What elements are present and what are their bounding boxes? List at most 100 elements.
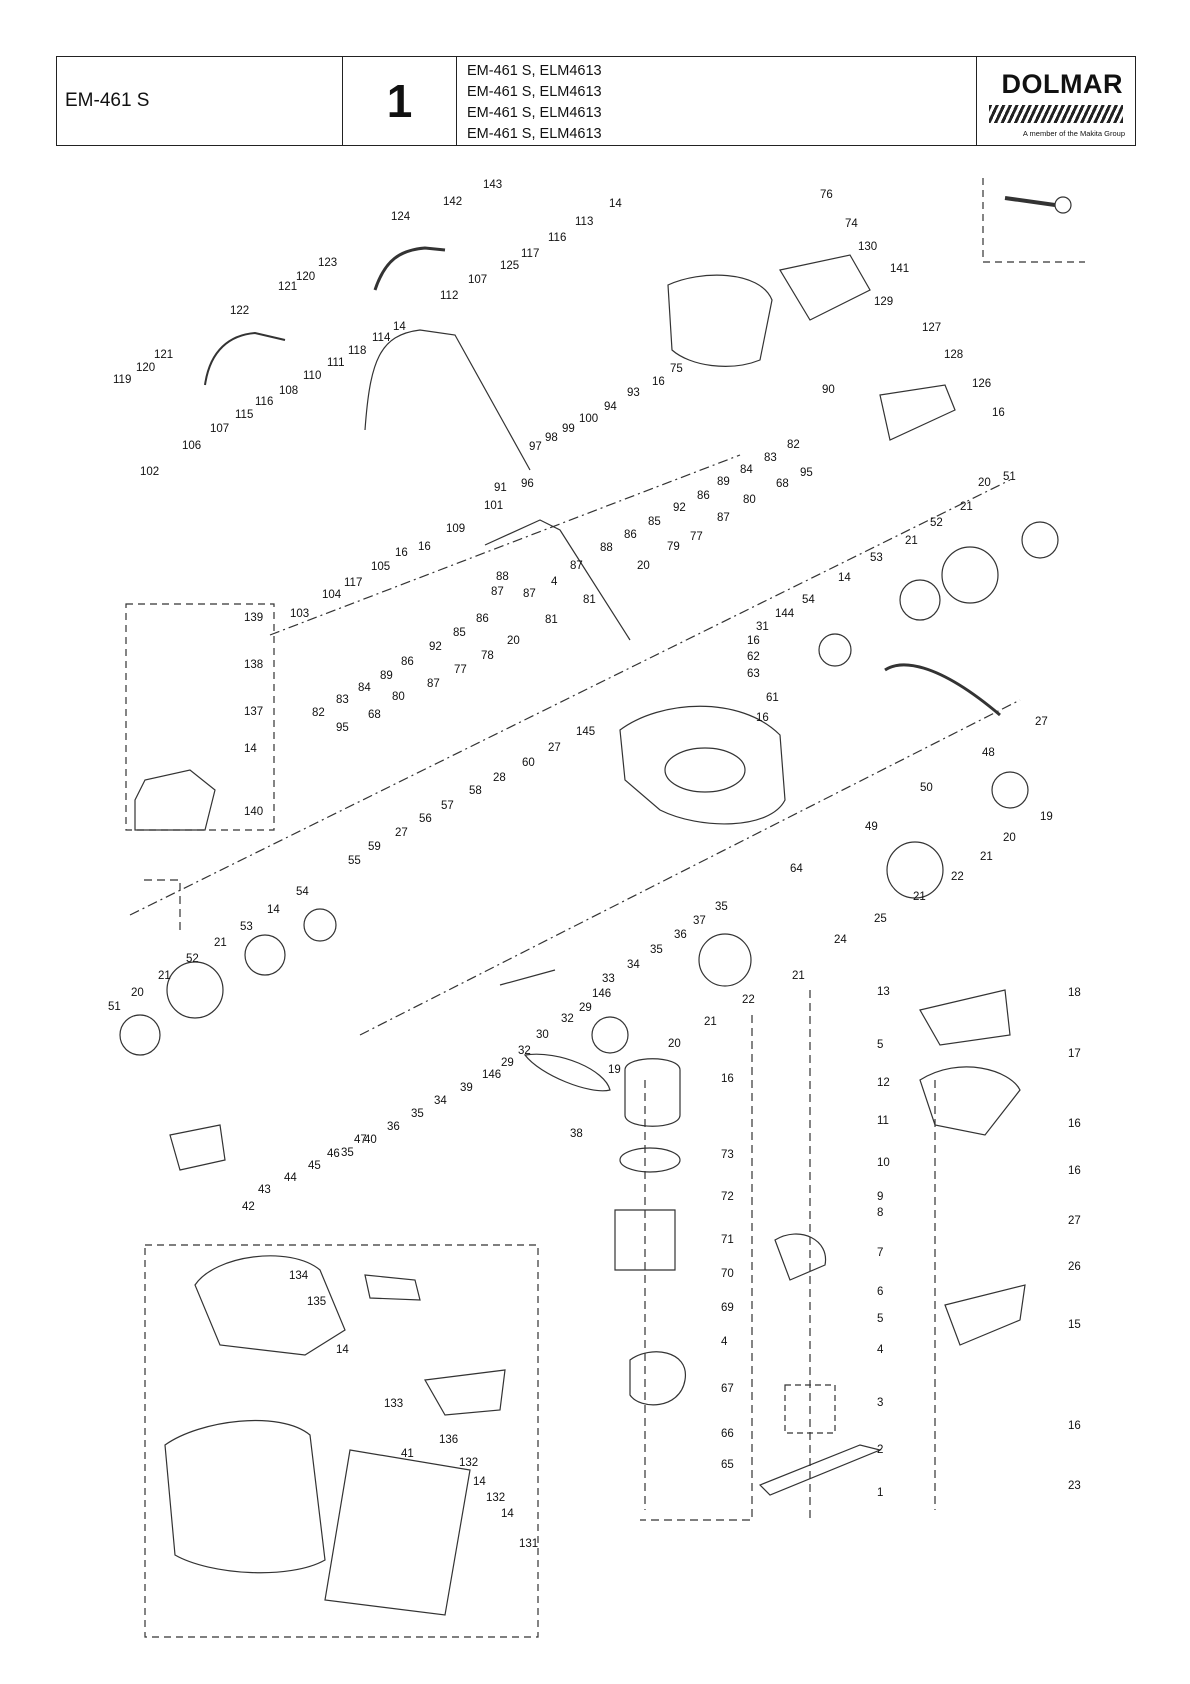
callout-label: 89 — [717, 476, 730, 488]
callout-label: 14 — [473, 1476, 486, 1488]
callout-label: 16 — [395, 547, 408, 559]
callout-label: 117 — [521, 248, 539, 260]
callout-label: 122 — [230, 305, 249, 317]
callout-label: 87 — [570, 560, 583, 572]
blade-carrier — [774, 1233, 827, 1281]
callout-label: 10 — [877, 1157, 890, 1169]
callout-label: 84 — [740, 464, 753, 476]
brand-tagline: A member of the Makita Group — [1022, 129, 1125, 138]
callout-label: 83 — [764, 452, 777, 464]
callout-label: 92 — [673, 502, 686, 514]
callout-label: 21 — [792, 970, 805, 982]
wrench — [1004, 196, 1056, 207]
wheel-rear-left-cap — [119, 1014, 161, 1056]
brand-logo: DOLMAR A member of the Makita Group — [977, 57, 1135, 145]
callout-label: 94 — [604, 401, 617, 413]
callout-label: 35 — [411, 1108, 424, 1120]
callout-label: 27 — [395, 827, 408, 839]
callout-label: 86 — [697, 490, 710, 502]
motor-axis-line — [640, 1015, 753, 1521]
callout-label: 2 — [877, 1444, 883, 1456]
front-wheel-right-cap — [991, 771, 1029, 809]
callout-label: 4 — [551, 576, 558, 588]
callout-label: 70 — [721, 1268, 734, 1280]
wheel-rear-left — [166, 961, 224, 1019]
callout-label: 4 — [721, 1336, 728, 1348]
bag-frame — [324, 1449, 471, 1616]
callout-label: 26 — [1068, 1261, 1081, 1273]
callout-label: 19 — [1040, 811, 1053, 823]
middle-handle-bar — [484, 519, 631, 641]
callout-label: 110 — [303, 370, 321, 382]
variant-line: EM-461 S, ELM4613 — [467, 105, 602, 121]
callout-label: 113 — [575, 216, 593, 228]
callout-label: 59 — [368, 841, 381, 853]
callout-label: 119 — [113, 374, 131, 386]
callout-label: 43 — [258, 1184, 271, 1196]
callout-label: 16 — [992, 407, 1005, 419]
upper-handle-bar — [373, 246, 446, 291]
chute-body — [919, 1066, 1021, 1136]
callout-label: 102 — [140, 466, 159, 478]
callout-label: 22 — [742, 994, 755, 1006]
callout-label: 92 — [429, 641, 442, 653]
callout-label: 24 — [834, 934, 847, 946]
front-wheel-right — [886, 841, 944, 899]
callout-label: 46 — [327, 1148, 340, 1160]
callout-labels: 143 142 124 123 120 121 122 121 120 119 … — [108, 179, 1081, 1550]
front-axle-line — [359, 699, 1021, 1036]
callout-label: 144 — [775, 608, 795, 620]
callout-label: 81 — [583, 594, 596, 606]
callout-label: 74 — [845, 218, 858, 230]
callout-label: 66 — [721, 1428, 734, 1440]
callout-label: 64 — [790, 863, 803, 875]
callout-label: 14 — [609, 198, 622, 210]
callout-label: 23 — [1068, 1480, 1081, 1492]
rear-handle-cover — [169, 1124, 226, 1171]
callout-label: 111 — [327, 357, 344, 369]
callout-label: 54 — [802, 594, 815, 606]
callout-label: 127 — [922, 322, 941, 334]
wheel-gear-left — [244, 934, 286, 976]
brand-stripes-icon — [989, 105, 1123, 123]
variant-line: EM-461 S, ELM4613 — [467, 63, 602, 79]
callout-label: 15 — [1068, 1319, 1081, 1331]
callout-label: 14 — [267, 904, 280, 916]
callout-label: 104 — [322, 589, 342, 601]
callout-label: 143 — [483, 179, 502, 191]
callout-label: 54 — [296, 886, 309, 898]
callout-label: 16 — [747, 635, 760, 647]
callout-label: 97 — [529, 441, 542, 453]
callout-label: 120 — [136, 362, 155, 374]
fan-inset-box — [784, 1384, 836, 1434]
motor-housing — [624, 1058, 681, 1127]
callout-label: 132 — [459, 1457, 478, 1469]
variant-line: EM-461 S, ELM4613 — [467, 84, 602, 100]
callout-label: 67 — [721, 1383, 734, 1395]
callout-label: 78 — [481, 650, 494, 662]
callout-label: 87 — [491, 586, 504, 598]
callout-label: 129 — [874, 296, 893, 308]
mulch-plug — [424, 1369, 506, 1416]
callout-label: 21 — [913, 891, 926, 903]
blade — [758, 1444, 882, 1496]
callout-label: 4 — [877, 1344, 884, 1356]
callout-label: 14 — [244, 743, 257, 755]
callout-label: 32 — [518, 1045, 531, 1057]
callout-label: 34 — [434, 1095, 447, 1107]
callout-label: 62 — [747, 651, 760, 663]
chute-top — [919, 989, 1011, 1046]
part-outlines — [119, 178, 1085, 1638]
callout-label: 37 — [693, 915, 706, 927]
clip-bar — [204, 331, 286, 386]
callout-label: 77 — [690, 531, 703, 543]
callout-label: 121 — [278, 281, 297, 293]
callout-label: 12 — [877, 1077, 890, 1089]
callout-label: 145 — [576, 726, 595, 738]
callout-label: 53 — [240, 921, 253, 933]
callout-label: 107 — [468, 274, 487, 286]
callout-label: 47 — [354, 1134, 367, 1146]
callout-label: 51 — [1003, 471, 1016, 483]
callout-label: 101 — [484, 500, 503, 512]
callout-label: 125 — [500, 260, 519, 272]
